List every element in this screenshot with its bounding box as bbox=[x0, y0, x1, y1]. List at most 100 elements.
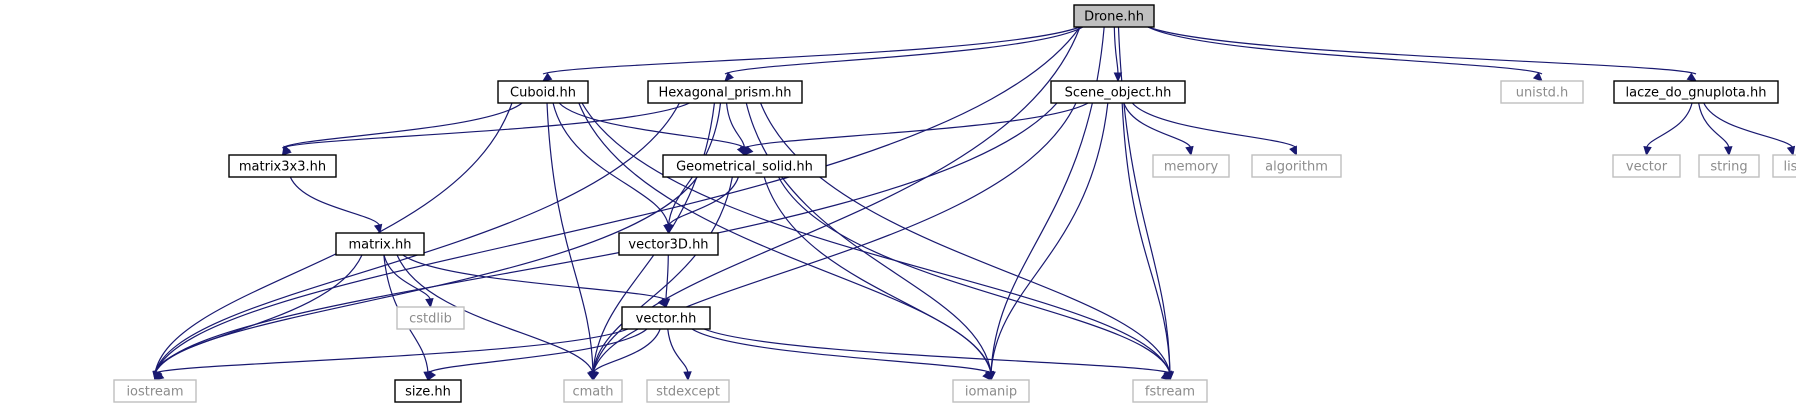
node-drone[interactable]: Drone.hh bbox=[1073, 4, 1155, 28]
edge-drone-to-iomanip bbox=[987, 26, 1105, 382]
node-label: algorithm bbox=[1265, 160, 1328, 175]
node-box bbox=[1073, 4, 1155, 28]
node-box bbox=[1612, 154, 1681, 178]
edge-drone-to-iostream bbox=[153, 26, 1081, 382]
node-vector3d[interactable]: vector3D.hh bbox=[618, 232, 719, 256]
node-box bbox=[1613, 80, 1779, 104]
node-memory: memory bbox=[1152, 154, 1230, 178]
edge-matrixhh-to-iostream bbox=[152, 254, 363, 382]
node-string: string bbox=[1698, 154, 1760, 178]
node-label: matrix3x3.hh bbox=[239, 160, 326, 175]
edge-hexprism-to-geomsolid bbox=[725, 102, 749, 157]
node-label: cmath bbox=[572, 385, 613, 400]
edge-geomsolid-to-cmath bbox=[589, 176, 733, 382]
node-box bbox=[1698, 154, 1760, 178]
edge-lacze-to-string bbox=[1698, 102, 1733, 157]
edge-vectorhh-to-iomanip bbox=[691, 328, 992, 381]
node-box bbox=[228, 154, 337, 178]
node-cuboid[interactable]: Cuboid.hh bbox=[497, 80, 589, 104]
node-box bbox=[952, 379, 1030, 403]
node-label: string bbox=[1710, 160, 1747, 175]
node-box bbox=[335, 232, 425, 256]
edge-vectorhh-to-iostream bbox=[154, 328, 629, 381]
edge-geomsolid-to-iostream bbox=[154, 176, 698, 382]
node-box bbox=[621, 306, 711, 330]
edge-vectorhh-to-fstream bbox=[703, 328, 1171, 381]
edge-sceneobj-to-algorithm bbox=[1131, 102, 1298, 157]
node-cstdlib: cstdlib bbox=[396, 306, 465, 330]
edge-drone-to-hexprism bbox=[724, 26, 1084, 82]
node-label: memory bbox=[1164, 160, 1219, 175]
edge-cuboid-to-matrix3x3 bbox=[281, 102, 523, 157]
node-box bbox=[662, 154, 827, 178]
node-label: unistd.h bbox=[1516, 86, 1569, 101]
edge-hexprism-to-matrix3x3 bbox=[281, 102, 690, 156]
node-algorithm: algorithm bbox=[1251, 154, 1342, 178]
edge-lacze-to-list bbox=[1703, 102, 1796, 157]
edge-geomsolid-to-vector3d bbox=[665, 176, 739, 235]
edge-matrix3x3-to-matrixhh bbox=[289, 176, 383, 235]
edge-drone-to-sceneobj bbox=[1113, 26, 1123, 83]
node-box bbox=[1152, 154, 1230, 178]
edge-matrixhh-to-cstdlib bbox=[383, 254, 434, 309]
node-label: lacze_do_gnuplota.hh bbox=[1626, 86, 1767, 101]
node-box bbox=[497, 80, 589, 104]
node-geomsolid[interactable]: Geometrical_solid.hh bbox=[662, 154, 827, 178]
edges-layer bbox=[152, 26, 1796, 382]
node-sizehh[interactable]: size.hh bbox=[394, 379, 462, 403]
node-label: Drone.hh bbox=[1084, 10, 1144, 25]
node-box bbox=[646, 379, 730, 403]
node-lacze[interactable]: lacze_do_gnuplota.hh bbox=[1613, 80, 1779, 104]
edge-vectorhh-to-cmath bbox=[590, 328, 661, 382]
node-label: iomanip bbox=[965, 385, 1017, 400]
node-list: list bbox=[1772, 154, 1796, 178]
node-iomanip: iomanip bbox=[952, 379, 1030, 403]
edge-sceneobj-to-iomanip bbox=[987, 102, 1109, 382]
node-unistd: unistd.h bbox=[1500, 80, 1584, 104]
node-stdexcept: stdexcept bbox=[646, 379, 730, 403]
node-label: vector.hh bbox=[636, 312, 697, 327]
edge-vectorhh-to-sizehh bbox=[427, 328, 648, 382]
edge-sceneobj-to-geomsolid bbox=[743, 102, 1089, 156]
edge-vectorhh-to-stdexcept bbox=[667, 328, 692, 382]
node-cmath: cmath bbox=[563, 379, 623, 403]
node-box bbox=[647, 80, 803, 104]
node-label: Scene_object.hh bbox=[1065, 86, 1172, 101]
edge-drone-to-cuboid bbox=[541, 26, 1081, 82]
node-box bbox=[618, 232, 719, 256]
node-iostream: iostream bbox=[113, 379, 197, 403]
node-box bbox=[394, 379, 462, 403]
node-vectorhh[interactable]: vector.hh bbox=[621, 306, 711, 330]
node-sceneobj[interactable]: Scene_object.hh bbox=[1050, 80, 1186, 104]
edge-sceneobj-to-fstream bbox=[1121, 102, 1175, 382]
node-box bbox=[396, 306, 465, 330]
node-label: stdexcept bbox=[656, 385, 720, 400]
node-vector: vector bbox=[1612, 154, 1681, 178]
node-label: list bbox=[1783, 160, 1796, 175]
edge-lacze-to-vector bbox=[1643, 102, 1693, 157]
node-box bbox=[563, 379, 623, 403]
node-label: matrix.hh bbox=[349, 238, 412, 253]
node-hexprism[interactable]: Hexagonal_prism.hh bbox=[647, 80, 803, 104]
edge-sceneobj-to-memory bbox=[1123, 102, 1194, 157]
node-label: vector3D.hh bbox=[628, 238, 708, 253]
node-box bbox=[113, 379, 197, 403]
node-label: Cuboid.hh bbox=[510, 86, 576, 101]
node-label: iostream bbox=[126, 385, 183, 400]
node-fstream: fstream bbox=[1132, 379, 1208, 403]
node-label: fstream bbox=[1145, 385, 1195, 400]
node-box bbox=[1132, 379, 1208, 403]
edge-drone-to-lacze bbox=[1147, 26, 1698, 82]
node-label: Geometrical_solid.hh bbox=[676, 160, 813, 175]
node-box bbox=[1251, 154, 1342, 178]
node-box bbox=[1500, 80, 1584, 104]
edge-vector3d-to-vectorhh bbox=[661, 254, 671, 309]
edge-drone-to-unistd bbox=[1147, 26, 1543, 82]
node-label: vector bbox=[1626, 160, 1668, 175]
node-label: size.hh bbox=[405, 385, 451, 400]
edge-hexprism-to-iomanip bbox=[745, 102, 995, 382]
node-label: Hexagonal_prism.hh bbox=[659, 86, 792, 101]
node-matrixhh[interactable]: matrix.hh bbox=[335, 232, 425, 256]
node-matrix3x3[interactable]: matrix3x3.hh bbox=[228, 154, 337, 178]
